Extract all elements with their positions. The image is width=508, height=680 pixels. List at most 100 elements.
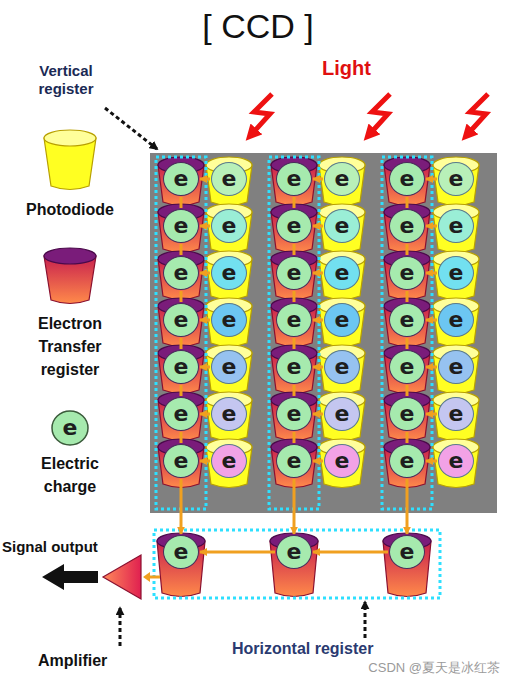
charge-transfer-arrow [406,197,409,208]
charge-circle: e [324,162,360,196]
light-bolt [250,94,272,136]
charge-transfer-arrow [200,413,210,416]
amplifier-symbol [103,555,141,599]
charge-transfer-arrow [426,272,437,275]
charge-symbol: e [335,403,350,425]
watermark: CSDN @夏天是冰红茶 [296,660,500,676]
charge-symbol: e [335,356,350,378]
charge-transfer-arrow [293,197,296,208]
vertical-register-outline [269,157,319,509]
charge-circle: e [276,397,312,431]
charge-circle: e [276,444,312,478]
charge-symbol: e [52,411,88,445]
charge-circle: e [163,256,199,290]
signal-output-arrow [42,564,98,590]
charge-transfer-arrow [200,319,210,322]
charge-circle: e [163,209,199,243]
part-label: Amplifier [38,651,107,670]
charge-circle: e [211,397,247,431]
charge-circle: e [163,444,199,478]
leader-line [119,608,122,646]
charge-circle: e [276,350,312,384]
charge-transfer-arrow [313,366,323,369]
charge-symbol: e [222,450,237,472]
charge-circle: e [276,162,312,196]
charge-transfer-arrow [406,338,409,349]
charge-symbol: e [449,356,464,378]
charge-circle: e [389,256,425,290]
charge-circle: e [389,444,425,478]
charge-transfer-arrow [200,366,210,369]
charge-symbol: e [335,309,350,331]
charge-symbol: e [287,450,302,472]
charge-circle: e [389,535,425,569]
charge-sample [52,411,88,445]
charge-circle: e [163,303,199,337]
charge-symbol: e [449,450,464,472]
charge-symbol: e [400,215,415,237]
charge-symbol: e [174,541,189,563]
charge-circle: e [211,209,247,243]
charge-symbol: e [400,262,415,284]
diagram-title: [ CCD ] [158,6,358,47]
leader-line [105,108,157,149]
charge-symbol: e [287,356,302,378]
leader-line [364,602,367,638]
charge-circle: e [211,350,247,384]
sensor-area [150,153,497,513]
charge-symbol: e [174,168,189,190]
charge-symbol: e [174,450,189,472]
charge-symbol: e [400,541,415,563]
horizontal-register-outline [154,530,440,598]
charge-circle: e [276,535,312,569]
charge-symbol: e [335,215,350,237]
charge-transfer-arrow [313,413,323,416]
legend-label: Photodiode [10,198,130,221]
charge-transfer-arrow [426,225,437,228]
charge-transfer-arrow [180,197,183,208]
charge-transfer-arrow [200,551,275,554]
charge-symbol: e [400,309,415,331]
charge-symbol: e [222,356,237,378]
charge-transfer-arrow [426,413,437,416]
charge-symbol: e [335,450,350,472]
charge-transfer-arrow [180,291,183,302]
charge-symbol: e [174,262,189,284]
register-cup-top [44,248,96,264]
charge-circle: e [438,303,474,337]
legend-label: Electric charge [18,452,122,498]
part-label: Horizontal register [232,639,373,658]
charge-transfer-arrow [200,272,210,275]
charge-symbol: e [222,309,237,331]
charge-circle: e [438,444,474,478]
charge-symbol: e [222,168,237,190]
charge-transfer-arrow [406,291,409,302]
charge-transfer-arrow [313,319,323,322]
charge-transfer-arrow [293,385,296,396]
charge-circle: e [389,162,425,196]
charge-circle: e [324,350,360,384]
charge-transfer-arrow [200,178,210,181]
charge-symbol: e [449,168,464,190]
charge-transfer-arrow [200,225,210,228]
charge-circle: e [438,350,474,384]
charge-symbol: e [174,356,189,378]
charge-transfer-arrow [200,460,210,463]
charge-transfer-arrow [180,385,183,396]
charge-transfer-arrow [426,319,437,322]
charge-transfer-arrow [313,460,323,463]
charge-circle: e [438,209,474,243]
charge-circle: e [324,303,360,337]
charge-circle: e [389,397,425,431]
charge-symbol: e [174,403,189,425]
charge-symbol: e [287,309,302,331]
charge-symbol: e [222,262,237,284]
charge-symbol: e [287,262,302,284]
charge-transfer-arrow [313,272,323,275]
charge-symbol: e [449,262,464,284]
charge-symbol: e [287,215,302,237]
charge-symbol: e [449,309,464,331]
charge-symbol: e [400,168,415,190]
light-bolt [368,94,390,136]
